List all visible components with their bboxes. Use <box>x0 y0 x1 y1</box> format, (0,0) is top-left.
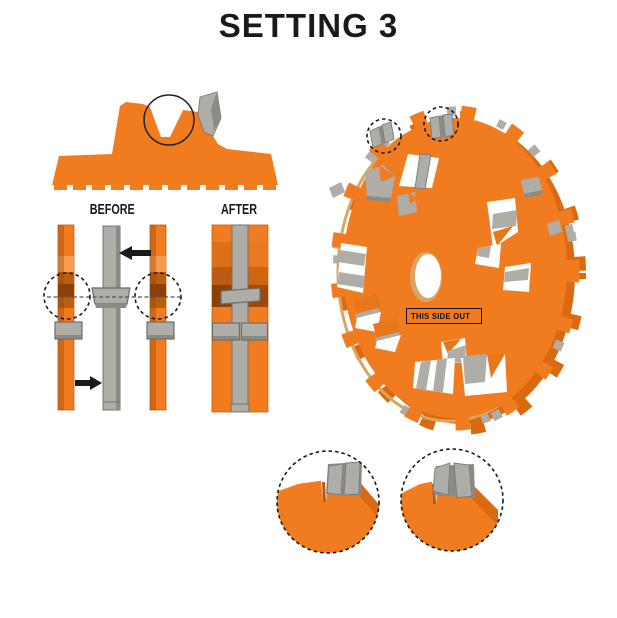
alignment-circle-left <box>43 272 91 320</box>
rim-cutter-pair-right <box>429 113 455 140</box>
arrow-right-icon <box>75 376 102 390</box>
cutter-wheel-diagram <box>329 105 586 435</box>
before-center-bar <box>91 225 131 411</box>
clamp-block <box>211 322 241 341</box>
wheel-bore <box>410 252 442 302</box>
profile-cutter <box>197 91 222 137</box>
cutter-detail-circles <box>276 448 504 554</box>
setting-block <box>220 287 261 305</box>
before-label: BEFORE <box>89 201 135 218</box>
wheel-body <box>330 105 586 435</box>
detail-left-content <box>277 461 379 553</box>
rim-cutter-pair-left <box>369 121 395 149</box>
detail-right-content <box>401 462 498 551</box>
profile-highlight-circle <box>143 94 195 146</box>
clamp-block <box>240 322 269 341</box>
profile-body-shape <box>52 102 278 185</box>
after-label: AFTER <box>221 201 257 218</box>
this-side-out-label: THIS SIDE OUT <box>406 308 482 325</box>
detail-circle-left <box>276 450 380 554</box>
detail-circle-right <box>400 448 504 552</box>
alignment-circle-right <box>134 272 182 320</box>
cutter-highlight-circle-1 <box>366 118 402 154</box>
cutter-highlight-circle-2 <box>423 106 459 142</box>
arrow-left-icon <box>119 246 151 260</box>
after-assembly <box>211 224 269 413</box>
tooth-profile-diagram <box>52 91 278 190</box>
before-right-bar <box>146 224 175 411</box>
wheel-cutouts <box>329 153 562 396</box>
setting-block <box>91 287 131 305</box>
clamp-block <box>54 321 83 340</box>
before-after-diagram <box>43 224 269 413</box>
page-title: SETTING 3 <box>218 7 399 44</box>
clamp-block <box>146 321 175 340</box>
